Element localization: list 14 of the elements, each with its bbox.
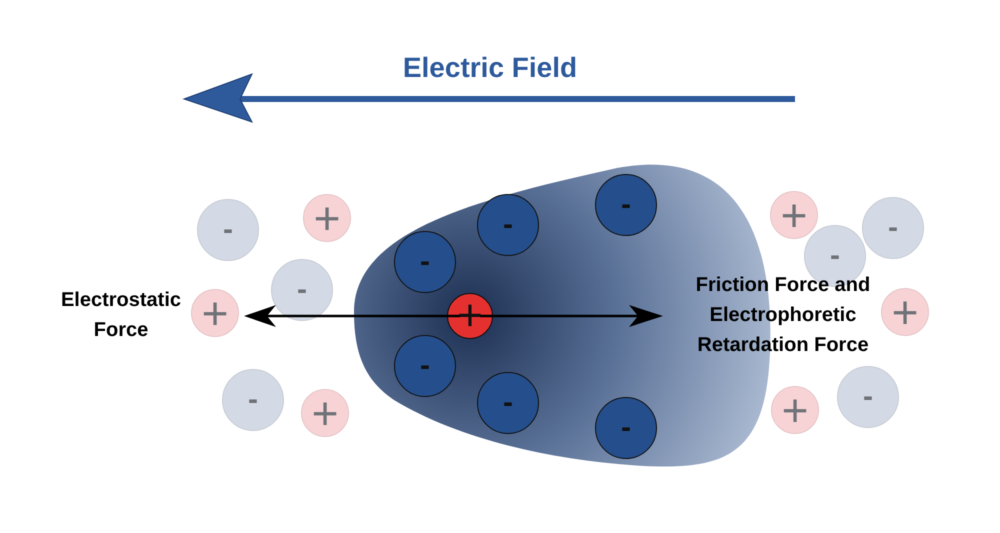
force-label: Electrostatic Force: [60, 288, 182, 343]
faded-positive-ion: +: [301, 389, 349, 437]
field-label: Electric Field: [402, 51, 578, 85]
faded-positive-ion: +: [881, 288, 929, 336]
faded-negative-ion: -: [837, 366, 899, 428]
faded-negative-ion: -: [862, 197, 924, 259]
faded-negative-ion: -: [197, 199, 259, 261]
force-label: Friction Force and Electrophoretic Retardation Force: [694, 273, 872, 358]
faded-positive-ion: +: [303, 194, 351, 242]
faded-positive-ion: +: [771, 386, 819, 434]
faded-positive-ion: +: [770, 191, 818, 239]
faded-negative-ion: -: [222, 369, 284, 431]
faded-negative-ion: -: [271, 259, 333, 321]
faded-positive-ion: +: [191, 289, 239, 337]
